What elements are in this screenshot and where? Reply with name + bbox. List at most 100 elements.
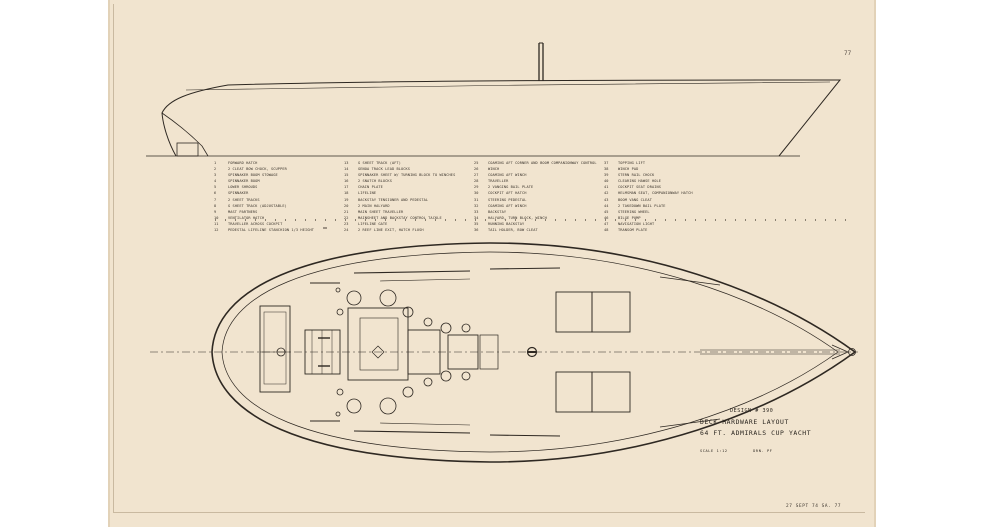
legend-number: 9 xyxy=(214,209,217,214)
legend-number: 36 xyxy=(474,228,479,233)
transom-overhang xyxy=(161,112,209,157)
legend-item: 4 SPINNAKER BOOM xyxy=(214,178,314,184)
legend-number: 14 xyxy=(344,167,349,172)
winch-bars xyxy=(318,337,330,367)
legend-text: HALYARD, TURN BLOCK, WINCH xyxy=(488,215,547,220)
legend-number: 22 xyxy=(344,215,349,220)
mast-partners xyxy=(447,334,479,370)
traveller-block xyxy=(304,329,341,375)
legend-number: 23 xyxy=(344,221,349,226)
legend-text: COCKPIT AFT HATCH xyxy=(488,191,527,196)
legend-number: 28 xyxy=(474,179,479,184)
legend-number: 4 xyxy=(214,179,217,184)
mast-section xyxy=(526,346,538,358)
legend-text: BACKSTAY xyxy=(488,209,507,214)
legend-text: BACKSTAY TENSIONER AND PEDESTAL xyxy=(358,197,429,202)
legend-item: 40 CLEARING HAWSE HOLE xyxy=(604,178,693,184)
legend-text: SPINNAKER BOOM xyxy=(228,179,260,184)
legend-number: 42 xyxy=(604,191,609,196)
drawing-subtitle: 64 FT. ADMIRALS CUP YACHT xyxy=(700,429,812,437)
legend-text: TRANSOM PLATE xyxy=(618,228,648,233)
legend-text: COCKPIT SEAT DRAINS xyxy=(618,185,662,190)
legend-number: 30 xyxy=(474,191,479,196)
hatch-stbd-aft xyxy=(555,371,593,413)
legend-number: 11 xyxy=(214,221,219,226)
legend-number: 24 xyxy=(344,228,349,233)
legend-text: TRAVELLER xyxy=(488,179,509,184)
legend-item: 24 2 REEF LINE EXIT, HATCH FLUSH xyxy=(344,227,455,233)
legend-item: 32 COAMING AFT WINCH xyxy=(474,203,597,209)
legend-number: 37 xyxy=(604,161,609,165)
legend-number: 15 xyxy=(344,173,349,178)
legend-item: 27 COAMING AFT WINCH xyxy=(474,172,597,178)
legend-number: 39 xyxy=(604,173,609,178)
legend-text: RUNNING BACKSTAY xyxy=(488,221,525,226)
legend-item: 28 TRAVELLER xyxy=(474,178,597,184)
legend-item: 14 GENOA TRACK LEAD BLOCKS xyxy=(344,166,455,172)
legend-number: 32 xyxy=(474,203,479,208)
legend-number: 16 xyxy=(344,179,349,184)
corner-mark: 77 xyxy=(844,50,852,57)
legend-text: STEERING WHEEL xyxy=(618,209,650,214)
genoa-tracks xyxy=(310,267,721,437)
legend-text: 2 MAIN HALYARD xyxy=(358,203,390,208)
legend-text: 2 CLEAT BOW CHOCK, SCUPPER xyxy=(228,167,287,172)
legend-text: LIFELINE xyxy=(358,191,377,196)
legend-text: HELMSMAN SEAT, COMPANIONWAY HATCH xyxy=(618,191,693,196)
legend-text: WINCH xyxy=(488,167,500,172)
legend-number: 27 xyxy=(474,173,479,178)
legend-number: 13 xyxy=(344,161,349,165)
legend-number: 44 xyxy=(604,203,609,208)
legend-number: 6 xyxy=(214,191,217,196)
legend-text: VENTILATOR HATCH xyxy=(228,215,265,220)
drawing-sheet xyxy=(108,0,876,527)
legend-text: STERN RAIL CHOCK xyxy=(618,173,655,178)
legend-text: CLEARING HAWSE HOLE xyxy=(618,179,662,184)
legend-number: 40 xyxy=(604,179,609,184)
legend-number: 25 xyxy=(474,161,479,165)
companionway xyxy=(347,307,409,381)
legend-text: BOOM VANG CLEAT xyxy=(618,197,652,202)
legend-number: 38 xyxy=(604,167,609,172)
legend-text: 2 VANGING BAIL PLATE xyxy=(488,185,534,190)
legend-text: GENOA TRACK LEAD BLOCKS xyxy=(358,167,411,172)
cockpit-well xyxy=(259,305,291,393)
legend-text: COAMING AFT WINCH xyxy=(488,203,527,208)
legend-text: PEDESTAL LIFELINE STANCHION 1/3 HEIGHT xyxy=(228,228,315,233)
legend-text: COAMING AFT WINCH xyxy=(488,173,527,178)
legend-text: STEERING PEDESTAL xyxy=(488,197,527,202)
legend-text: 2 REEF LINE EXIT, HATCH FLUSH xyxy=(358,228,424,233)
rudder-box xyxy=(176,142,199,157)
legend-number: 46 xyxy=(604,215,609,220)
winches xyxy=(335,287,471,417)
legend-text: MAIN SHEET TRAVELLER xyxy=(358,209,404,214)
deck-plan xyxy=(150,242,858,463)
hatch-stbd-fwd xyxy=(591,371,631,413)
steering-wheel xyxy=(276,347,286,357)
legend-text: LIFELINE GATE xyxy=(358,221,388,226)
hull-profile xyxy=(146,42,842,157)
legend-item: 9 MAST PARTNERS xyxy=(214,209,314,215)
legend-text: CHAIN PLATE xyxy=(358,185,383,190)
legend-item: 23 LIFELINE GATE xyxy=(344,221,455,227)
legend-text: MAST PARTNERS xyxy=(228,209,258,214)
